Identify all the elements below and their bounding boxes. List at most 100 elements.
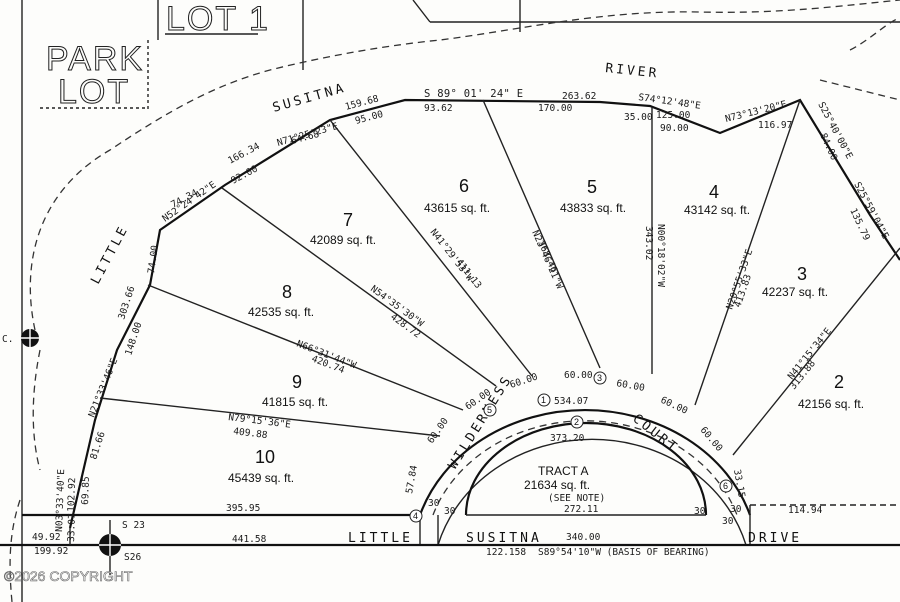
lot-line-3-4 [694, 99, 801, 406]
dist-60-f: 60.00 [425, 416, 451, 446]
bearing-b15: N00°18'02"W [655, 224, 666, 287]
dist-340-00: 340.00 [566, 532, 601, 543]
curve-markers: 1 2 3 4 5 6 [409, 371, 733, 523]
river-frontage-boundary [68, 98, 900, 529]
lot-labels: 2 42156 sq. ft. 3 42237 sq. ft. 4 43142 … [228, 176, 864, 485]
lot-label: LOT [58, 73, 130, 111]
dist-272-11: 272.11 [564, 504, 599, 515]
bearing-b2: S74°12'48"E [638, 92, 702, 112]
dist-534-07: 534.07 [554, 396, 588, 407]
river-bank-sw [9, 499, 21, 602]
river-bank-left [29, 0, 900, 331]
court-row-arc [432, 420, 738, 516]
lot-3-number: 3 [797, 264, 807, 284]
lot-line-8-9 [147, 284, 464, 411]
river-lines [9, 0, 900, 602]
lot-2-area: 42156 sq. ft. [798, 397, 864, 411]
bearing-basis: S89°54'10"W (BASIS OF BEARING) [538, 547, 710, 558]
dist-60-c: 60.00 [615, 378, 645, 394]
dist-343-02: 343.02 [643, 226, 654, 260]
dist-116-97: 116.97 [758, 120, 792, 131]
dist-69-85: 69.85 [80, 476, 92, 505]
s26-label: S26 [124, 552, 141, 563]
lot-9-number: 9 [292, 372, 302, 392]
lot-6-area: 43615 sq. ft. [424, 201, 490, 215]
copyright-watermark: ©2026 COPYRIGHT [4, 568, 133, 584]
bearing-b9: N03°33'40"E [54, 469, 67, 533]
river-word-river: RIVER [605, 61, 660, 82]
drive-word-little: LITTLE [348, 531, 413, 546]
distances: 263.62 93.62 170.00 125.00 35.00 90.00 1… [32, 91, 872, 558]
dist-102-92: 102.92 [66, 477, 78, 512]
wilderness-court [418, 408, 752, 546]
dist-166-34: 166.34 [226, 141, 262, 167]
lot-5-area: 43833 sq. ft. [560, 201, 626, 215]
dist-30-b: 30 [428, 498, 440, 509]
monuments: C. S 23 S26 [2, 329, 145, 563]
dist-90-00: 90.00 [660, 123, 689, 134]
river-bank-right [819, 79, 900, 101]
dist-114-94: 114.94 [788, 505, 823, 516]
river-bank-far [849, 17, 900, 51]
monument-c-label: C. [2, 334, 13, 345]
dist-122-158: 122.158 [486, 547, 526, 558]
lot-3-area: 42237 sq. ft. [762, 285, 828, 299]
curve-marker-4: 4 [413, 511, 418, 521]
drive-word-susitna: SUSITNA [466, 531, 542, 546]
dist-409-88: 409.88 [233, 426, 269, 441]
lot-2-number: 2 [834, 372, 844, 392]
dist-60-a: 60.00 [509, 371, 540, 390]
lot-4-area: 43142 sq. ft. [684, 203, 750, 217]
lot-5-number: 5 [587, 177, 597, 197]
lot-7-number: 7 [343, 210, 353, 230]
park-label: PARK [46, 40, 144, 78]
drive-word-drive: DRIVE [748, 531, 802, 546]
dist-74-00: 74.00 [146, 244, 161, 274]
curve-marker-1: 1 [541, 395, 546, 405]
dist-395-95: 395.95 [226, 503, 260, 514]
dist-199-92: 199.92 [34, 546, 68, 557]
bearing-b8: N21°33'46"E [87, 356, 121, 419]
tract-a-note: (SEE NOTE) [548, 493, 605, 504]
dist-30-d: 30 [730, 504, 742, 515]
dist-30-c: 30 [694, 506, 706, 517]
lot-8-number: 8 [282, 282, 292, 302]
tract-a-arc [464, 421, 708, 516]
upper-area: LOT 1 PARK LOT [21, 0, 900, 602]
lot-9-area: 41815 sq. ft. [262, 395, 328, 409]
lot-4-number: 4 [709, 182, 719, 202]
dist-33-15: 33.15 [731, 469, 747, 499]
dist-30-a: 30 [444, 506, 456, 517]
court-word-court: COURT [630, 411, 682, 456]
dist-263-62: 263.62 [562, 91, 596, 102]
tract-a: TRACT A 21634 sq. ft. (SEE NOTE) [524, 464, 605, 504]
curve-marker-2: 2 [574, 417, 579, 427]
lot-6-number: 6 [459, 176, 469, 196]
upper-boundary [412, 0, 431, 23]
court-outer-arc [418, 408, 752, 516]
dist-441-58: 441.58 [232, 534, 267, 545]
lot-10-area: 45439 sq. ft. [228, 471, 294, 485]
river-bank-lower [32, 349, 41, 471]
dist-148-00: 148.00 [123, 321, 144, 357]
river-word-little: LITTLE [88, 222, 132, 286]
dist-35-00: 35.00 [624, 112, 653, 123]
dist-33-07: 33.07 [66, 513, 78, 542]
dist-64-68: 64.68 [290, 129, 321, 147]
dist-125-00: 125.00 [656, 110, 691, 121]
lot-lines [99, 99, 900, 456]
curve-marker-5: 5 [487, 405, 492, 415]
dist-60-b: 60.00 [564, 370, 593, 381]
curve-marker-6: 6 [723, 481, 728, 491]
dist-411-13: 411.13 [454, 257, 484, 291]
lot-1-label: LOT 1 [166, 0, 270, 38]
bearing-b1: S 89° 01' 24" E [424, 88, 523, 100]
court-word-wilderness: WILDERNESS [446, 372, 516, 472]
dist-49-92: 49.92 [32, 532, 61, 543]
dist-60-d: 60.00 [659, 395, 690, 417]
lot-10-number: 10 [255, 447, 275, 467]
river-word-susitna: SUSITNA [271, 81, 348, 116]
court-inner-row-arc [437, 438, 747, 546]
lot-line-2-3 [732, 247, 900, 456]
